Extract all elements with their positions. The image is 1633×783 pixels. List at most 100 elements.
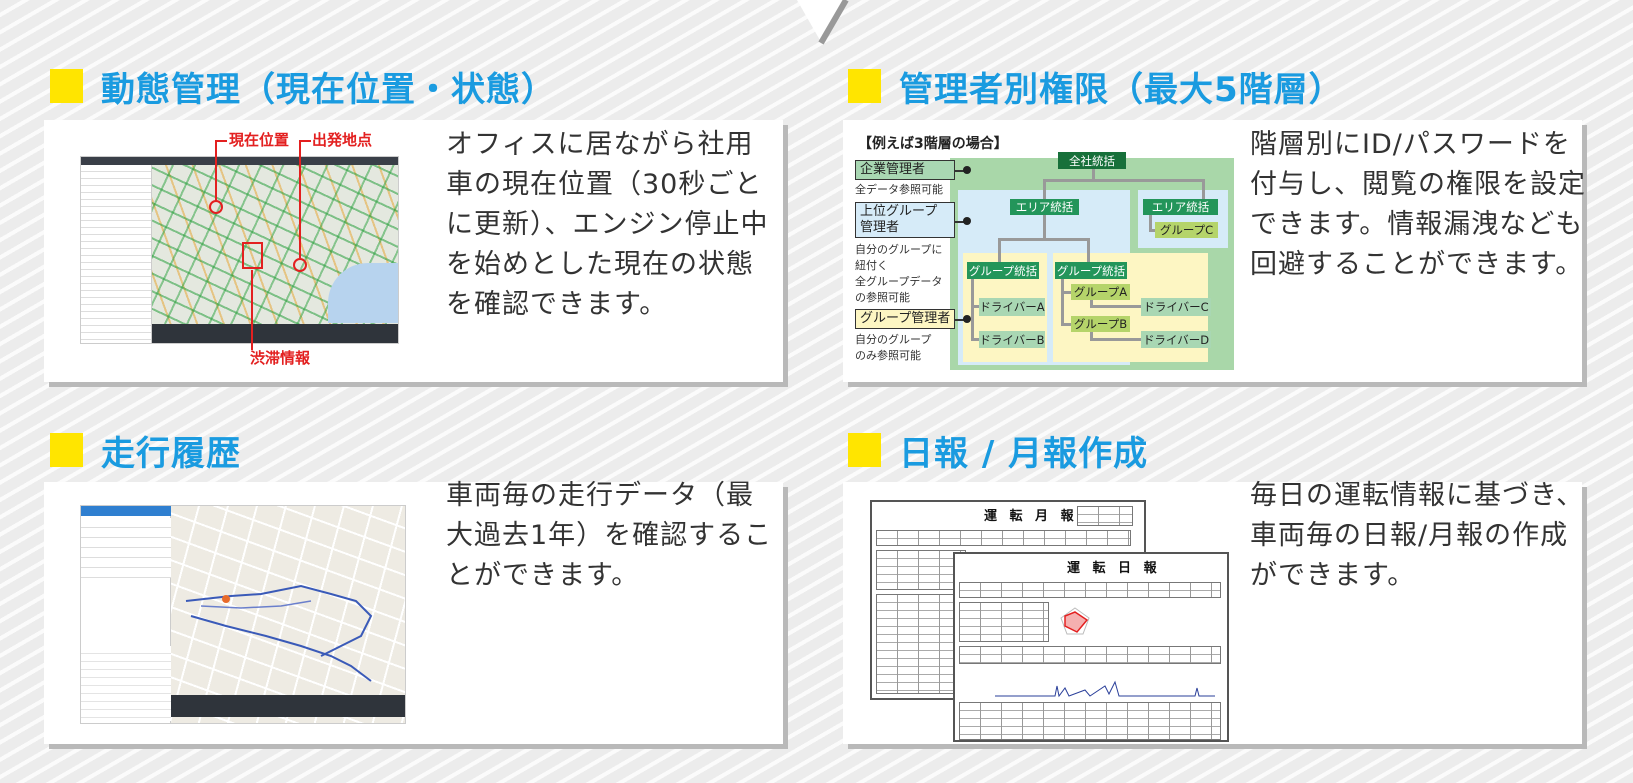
- live-map-screenshot: [80, 156, 399, 344]
- description-line: 回避することができます。: [1250, 249, 1584, 280]
- section-description: オフィスに居ながら社用 車の現在位置（30秒ごと に更新）、エンジン停止中 を始…: [446, 125, 769, 325]
- description-line: とができます。: [446, 560, 640, 591]
- route-map: [171, 506, 405, 723]
- description-line: 車両毎の日報/月報の作成: [1250, 520, 1569, 551]
- connector: [998, 238, 1090, 241]
- connector: [1090, 338, 1144, 341]
- status-panel: [152, 324, 398, 343]
- description-line: を確認できます。: [446, 289, 668, 320]
- connector: [998, 238, 1001, 263]
- annotation-current-position: 現在位置: [229, 131, 290, 149]
- connector: [1149, 215, 1152, 231]
- section-title: 走行履歴: [101, 433, 241, 474]
- connector: [1087, 238, 1090, 263]
- connector: [1090, 300, 1093, 308]
- speed-graph: [995, 680, 1215, 698]
- section-description: 階層別にID/パスワードを 付与し、閲覧の権限を設定 できます。情報漏洩なども …: [1250, 125, 1586, 285]
- diagram-caption: 【例えば3階層の場合】: [858, 136, 1008, 152]
- route-map-screenshot: [80, 505, 406, 724]
- node-group-c: グループC: [1155, 222, 1218, 238]
- connector: [1202, 179, 1205, 200]
- note-line: 自分のグループに: [855, 243, 943, 256]
- note-line: 紐付く: [855, 259, 888, 272]
- header-table: [876, 530, 1131, 546]
- radar-chart: [1060, 607, 1090, 635]
- yellow-marker: [848, 69, 881, 103]
- legend-dot: [963, 166, 971, 174]
- hierarchy-diagram: 【例えば3階層の場合】 全社統括 エリア統括 エリア統括 グループC グループ統: [843, 120, 1243, 382]
- node-area-lead-right: エリア統括: [1143, 199, 1218, 215]
- card-tracking: 現在位置 出発地点 渋滞情報 オフィスに居ながら社用 車の現在位置（30秒ごと …: [44, 120, 783, 382]
- node-driver-a: ドライバーA: [979, 298, 1045, 316]
- connector: [1149, 229, 1159, 232]
- section-heading-tracking: 動態管理（現在位置・状態）: [50, 68, 556, 110]
- daily-table: [876, 594, 956, 694]
- description-line: 付与し、閲覧の権限を設定: [1250, 169, 1586, 200]
- legend-line: [955, 319, 967, 321]
- node-driver-d: ドライバーD: [1141, 331, 1211, 348]
- node-group-b: グループB: [1071, 316, 1130, 332]
- annotation-departure-point: 出発地点: [312, 131, 373, 149]
- note-line: 自分のグループ: [855, 333, 932, 346]
- app-header-bar: [81, 157, 398, 165]
- route-lines: [185, 584, 373, 682]
- section-title: 管理者別権限（最大5階層）: [899, 69, 1344, 110]
- timeline-table: [959, 646, 1221, 664]
- annotation-line: [215, 140, 227, 142]
- yellow-marker: [50, 433, 83, 467]
- node-driver-b: ドライバーB: [979, 331, 1045, 348]
- card-reports: 運 転 月 報 運 転 日 報 毎日の運転情報に基づき、 車両毎の日報/月報の作…: [843, 480, 1583, 744]
- annotation-line: [299, 140, 301, 258]
- section-title: 動態管理（現在位置・状態）: [101, 69, 556, 110]
- header-table: [959, 582, 1221, 598]
- connector: [1061, 323, 1073, 326]
- description-line: 車両毎の走行データ（最: [446, 480, 754, 511]
- node-group-lead-right: グループ統括: [1055, 262, 1127, 279]
- annotation-line: [299, 140, 311, 142]
- description-line: 大過去1年）を確認するこ: [446, 520, 773, 551]
- trip-info-bar: [171, 695, 405, 717]
- section-heading-permissions: 管理者別権限（最大5階層）: [848, 68, 1344, 110]
- legend-line: [955, 221, 967, 223]
- section-heading-reports: 日報 / 月報作成: [848, 432, 1148, 474]
- trip-table: [959, 702, 1221, 740]
- trip-list-panel: [81, 506, 171, 723]
- trip-rows: [81, 518, 171, 578]
- score-table: [959, 602, 1049, 642]
- traffic-area-marker: [242, 242, 263, 269]
- connector: [1090, 305, 1144, 308]
- connector: [1090, 332, 1093, 340]
- top-notch-decoration: [797, 0, 849, 45]
- role-company-admin: 企業管理者: [855, 160, 955, 180]
- connector: [1043, 215, 1046, 240]
- section-description: 車両毎の走行データ（最 大過去1年）を確認するこ とができます。: [446, 476, 772, 596]
- role-note: 自分のグループに 紐付く 全グループデータ の参照可能: [855, 242, 942, 306]
- connector: [971, 305, 983, 308]
- card-history: 車両毎の走行データ（最 大過去1年）を確認するこ とができます。: [44, 480, 783, 744]
- role-group-admin: グループ管理者: [855, 309, 955, 329]
- monthly-report-title: 運 転 月 報: [984, 509, 1078, 524]
- legend-line: [955, 170, 967, 172]
- node-company-lead: 全社統括: [1058, 152, 1126, 169]
- connector: [971, 278, 974, 340]
- departure-point-marker: [293, 258, 307, 272]
- traffic-map: [152, 165, 398, 343]
- yellow-marker: [848, 433, 881, 467]
- description-line: ができます。: [1250, 560, 1416, 591]
- node-group-a: グループA: [1071, 284, 1130, 300]
- description-line: 階層別にID/パスワードを: [1250, 129, 1571, 160]
- node-driver-c: ドライバーC: [1141, 298, 1211, 316]
- vehicle-list-panel: [81, 165, 152, 343]
- legend-dot: [963, 315, 971, 323]
- note-line: 全グループデータ: [855, 275, 943, 288]
- trip-detail-rows: [81, 646, 171, 721]
- connector: [1043, 179, 1205, 182]
- legend-dot: [963, 217, 971, 225]
- yellow-marker: [50, 69, 83, 103]
- current-position-marker: [209, 200, 223, 214]
- sea-area: [328, 263, 398, 323]
- role-note: 全データ参照可能: [855, 183, 943, 196]
- note-line: のみ参照可能: [855, 349, 921, 362]
- connector: [1092, 169, 1095, 181]
- section-description: 毎日の運転情報に基づき、 車両毎の日報/月報の作成 ができます。: [1250, 476, 1584, 596]
